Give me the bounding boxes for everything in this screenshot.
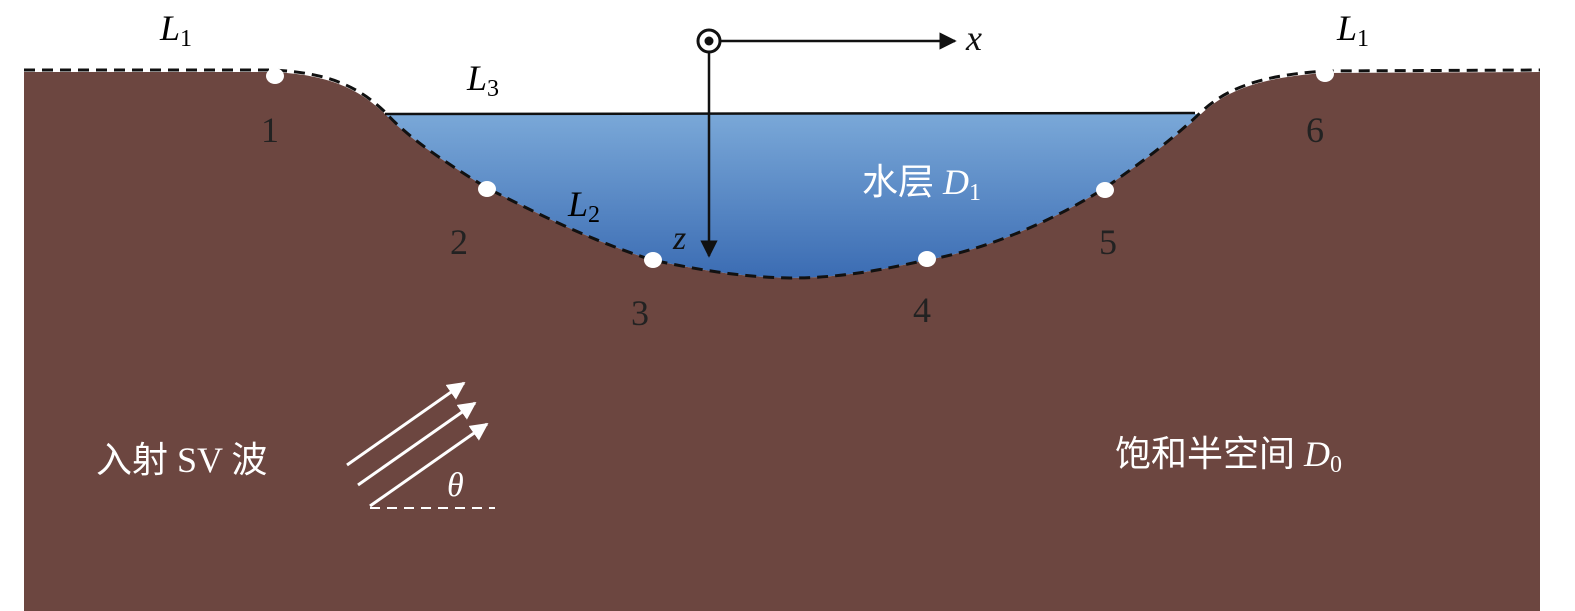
point-marker-1 xyxy=(266,68,284,84)
label-L3: L3 xyxy=(466,58,499,102)
point-label-2: 2 xyxy=(450,222,468,262)
label-incident-sv-wave: 入射 SV 波 xyxy=(96,440,267,480)
label-L2: L2 xyxy=(567,184,600,228)
point-label-6: 6 xyxy=(1306,110,1324,150)
label-theta: θ xyxy=(447,467,464,504)
point-marker-4 xyxy=(918,251,936,267)
soil-halfspace xyxy=(24,72,1540,611)
label-L1-left: L1 xyxy=(159,8,192,52)
boundary-dashed-line xyxy=(24,68,1541,280)
label-x-axis: x xyxy=(965,18,982,58)
point-marker-3 xyxy=(644,252,662,268)
water-surface-line xyxy=(384,111,1196,116)
water-layer xyxy=(385,114,1197,278)
point-label-5: 5 xyxy=(1099,222,1117,262)
point-marker-6 xyxy=(1316,66,1334,82)
label-saturated-halfspace: 饱和半空间 D0 xyxy=(1115,434,1342,478)
label-L1-right: L1 xyxy=(1336,8,1369,52)
observation-points xyxy=(266,66,1334,268)
origin-out-of-plane-icon xyxy=(696,28,722,54)
point-label-1: 1 xyxy=(261,110,279,150)
point-marker-2 xyxy=(478,181,496,197)
point-label-4: 4 xyxy=(913,290,931,330)
point-marker-5 xyxy=(1096,182,1114,198)
incident-wave-arrows xyxy=(346,381,495,509)
point-label-3: 3 xyxy=(631,293,649,333)
label-z-axis: z xyxy=(672,220,686,257)
label-water-layer: 水层 D1 xyxy=(862,162,981,206)
